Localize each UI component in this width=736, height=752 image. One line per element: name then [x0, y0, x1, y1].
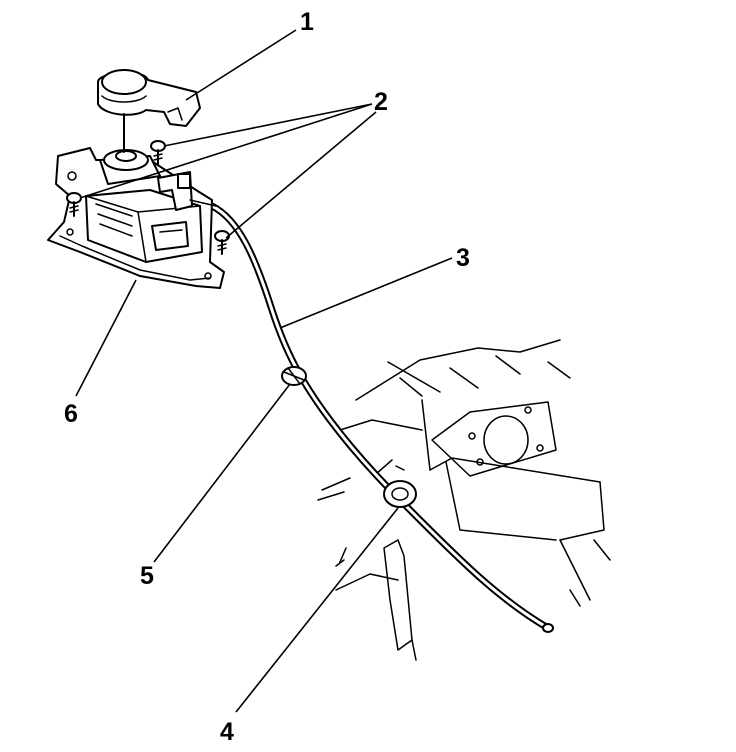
leader-3	[279, 257, 453, 329]
bolt-left	[66, 192, 82, 217]
callout-labels: 1 2 3 4 5 6	[64, 8, 470, 746]
shift-cable	[208, 202, 554, 633]
callout-2: 2	[374, 88, 388, 116]
leader-6	[75, 279, 137, 397]
bolt-right	[214, 230, 230, 255]
leader-5	[153, 383, 291, 563]
leader-2a	[163, 103, 373, 147]
callout-4: 4	[220, 718, 234, 746]
cable-grommet	[383, 480, 417, 508]
leader-4	[235, 507, 399, 713]
cable-clip	[281, 366, 307, 386]
callout-1: 1	[300, 8, 314, 36]
background-structure	[317, 339, 611, 661]
shift-knob	[97, 69, 201, 153]
leader-lines	[75, 29, 453, 713]
leader-1	[185, 29, 297, 101]
callout-5: 5	[140, 562, 154, 590]
mounting-bolts	[66, 140, 230, 255]
callout-6: 6	[64, 400, 78, 428]
bolt-upper	[150, 140, 166, 165]
shifter-base-assembly	[47, 147, 225, 289]
leader-2c	[225, 111, 377, 239]
callout-3: 3	[456, 244, 470, 272]
leader-2b	[79, 103, 373, 199]
